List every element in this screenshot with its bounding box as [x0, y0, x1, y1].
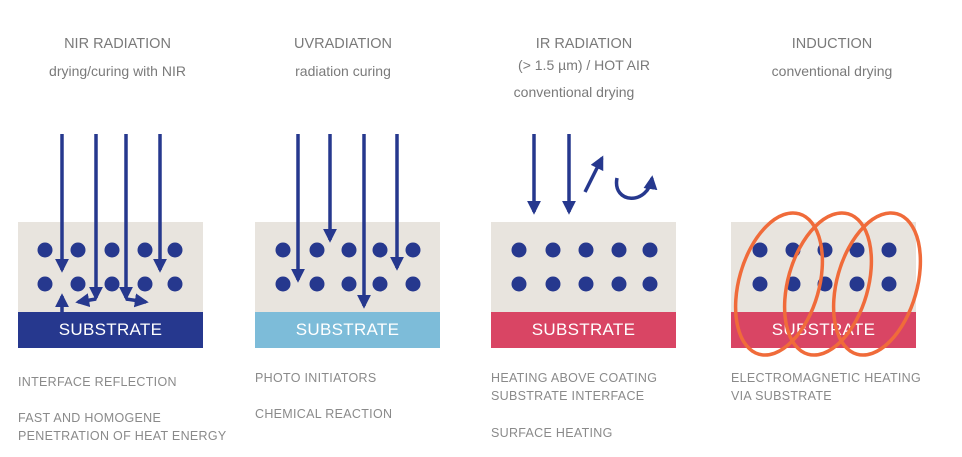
ir-substrate-bar [491, 312, 676, 348]
panel-ir-graphic [491, 134, 676, 348]
panel-uv-graphic [255, 134, 440, 348]
nir-note-2: FAST AND HOMOGENE [18, 411, 162, 425]
ir-radiation-arrows [527, 134, 658, 215]
uv-note-2: CHEMICAL REACTION [255, 407, 393, 421]
panel-nir-subtitle: drying/curing with NIR [49, 63, 186, 79]
panel-ir-subtitle-line1: (> 1.5 µm) / HOT AIR [518, 57, 650, 73]
induction-note-1: ELECTROMAGNETIC HEATING [731, 371, 922, 385]
nir-radiation-arrows [55, 134, 167, 312]
nir-substrate-bar [18, 312, 203, 348]
induction-coating-layer [731, 222, 916, 312]
nir-coating-layer [18, 222, 203, 312]
nir-note-1: INTERFACE REFLECTION [18, 375, 177, 389]
uv-particles [275, 242, 421, 292]
induction-note-2: VIA SUBSTRATE [731, 389, 832, 403]
uv-substrate-label: SUBSTRATE [295, 320, 400, 339]
panel-induction-subtitle: conventional drying [771, 63, 893, 79]
uv-note-1: PHOTO INITIATORS [255, 371, 377, 385]
nir-substrate-label: SUBSTRATE [58, 320, 163, 339]
ir-coating-layer [491, 222, 676, 312]
induction-substrate-label: SUBSTRATE [771, 320, 876, 339]
panel-ir-title: IR RADIATION [535, 36, 633, 52]
ir-note-3: SURFACE HEATING [491, 426, 613, 440]
panel-nir-title: NIR RADIATION [64, 36, 171, 52]
ir-note-2: SUBSTRATE INTERFACE [491, 389, 645, 403]
panel-induction-title: INDUCTION [791, 36, 873, 52]
nir-note-3: PENETRATION OF HEAT ENERGY [18, 429, 227, 443]
nir-particles [37, 242, 183, 292]
uv-coating-layer [255, 222, 440, 312]
panel-uv-subtitle: radiation curing [295, 63, 391, 79]
uv-substrate-bar [255, 312, 440, 348]
ir-particles [511, 242, 658, 292]
ir-substrate-label: SUBSTRATE [531, 320, 636, 339]
panel-uv-title: UVRADIATION [293, 36, 393, 52]
panel-ir-subtitle-line2: conventional drying [513, 84, 635, 100]
panel-nir-graphic [18, 134, 203, 348]
ir-note-1: HEATING ABOVE COATING [491, 371, 658, 385]
uv-radiation-arrows [291, 134, 404, 309]
